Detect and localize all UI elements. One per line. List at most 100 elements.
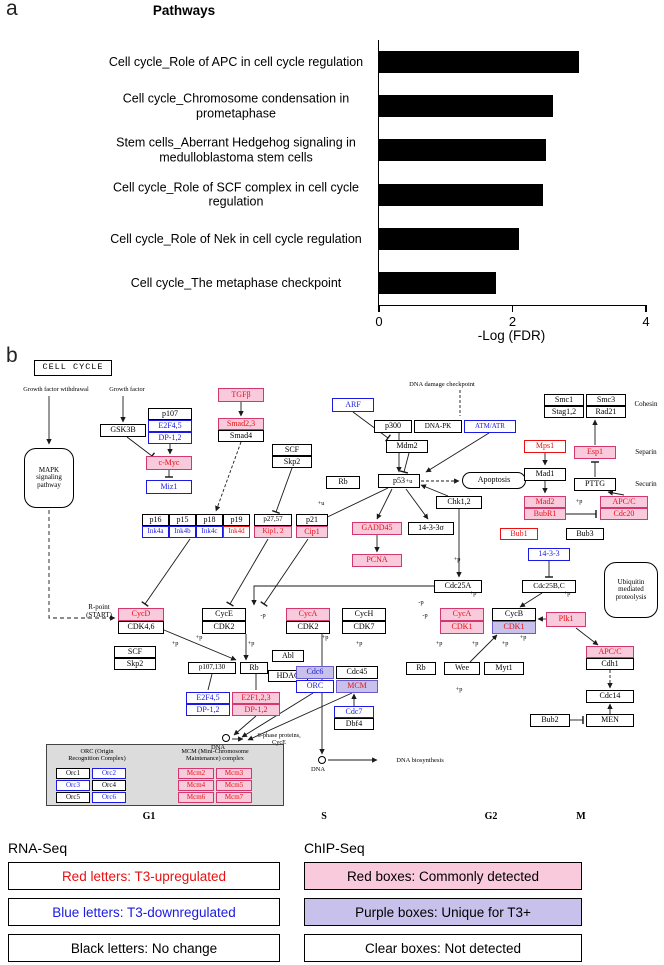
legend-item: Red boxes: Commonly detected	[304, 862, 582, 890]
legend-item: Red letters: T3-upregulated	[8, 862, 280, 890]
bar-category-labels: Cell cycle_Role of APC in cell cycle reg…	[100, 40, 372, 305]
node-cych: CycH	[342, 608, 386, 621]
node-mps1: Mps1	[524, 440, 566, 453]
node-p107-130: p107,130	[188, 662, 236, 674]
node-mcm3: Mcm3	[216, 768, 252, 779]
node-esp1: Esp1	[574, 446, 616, 459]
modifier-label: +p	[519, 634, 527, 641]
node-mcm6: Mcm6	[178, 792, 214, 803]
separin-label: Separin	[635, 448, 657, 457]
node-stag1-2: Stag1,2	[544, 406, 584, 418]
node-cdc14: Cdc14	[586, 690, 634, 703]
node-p15: p15	[169, 514, 196, 526]
node-skp2: Skp2	[114, 658, 156, 670]
node-cdc6: Cdc6	[296, 666, 334, 679]
category-label: Cell cycle_Role of APC in cell cycle reg…	[108, 54, 364, 69]
node-dbf4: Dbf4	[334, 718, 374, 730]
node-pcna: PCNA	[352, 554, 402, 567]
node-mad1: Mad1	[524, 468, 566, 481]
node-smc3: Smc3	[586, 394, 626, 406]
bar	[379, 227, 520, 250]
node-p19: p19	[223, 514, 250, 526]
node-p16: p16	[142, 514, 169, 526]
bar	[379, 95, 553, 118]
node-bub2: Bub2	[530, 714, 570, 727]
node-e2f1-2-3: E2F1,2,3	[232, 692, 280, 704]
node-arf: ARF	[332, 398, 374, 412]
dna-circle-2	[318, 756, 326, 764]
node-orc4: Orc4	[92, 780, 126, 791]
category-label: Cell cycle_Role of Nek in cell cycle reg…	[110, 231, 362, 246]
node-plk1: Plk1	[546, 612, 586, 627]
node-apc-c: APC/C	[586, 646, 634, 658]
node-cdk4-6: CDK4,6	[118, 621, 164, 634]
pathway-edges	[46, 390, 625, 763]
node-ink4c: Ink4c	[196, 526, 223, 538]
phase-s: S	[321, 810, 327, 822]
node-cdh1: Cdh1	[586, 658, 634, 670]
growth-factor-label: Growth factor	[109, 385, 145, 393]
node-cyce: CycE	[202, 608, 246, 621]
node-kip1-2: Kip1, 2	[254, 526, 292, 538]
node-p18: p18	[196, 514, 223, 526]
node-p107: p107	[148, 408, 192, 420]
securin-label: Securin	[635, 480, 657, 489]
node-14-3-3-: 14-3-3σ	[408, 522, 454, 535]
node-pttg: PTTG	[574, 478, 616, 491]
node-chk1-2: Chk1,2	[436, 496, 482, 509]
cell-cycle-title: CELL CYCLE	[34, 360, 112, 376]
node-c-myc: c-Myc	[146, 456, 192, 470]
node-smad2-3: Smad2,3	[218, 418, 264, 430]
node-gadd45: GADD45	[352, 522, 402, 535]
node-skp2: Skp2	[272, 456, 312, 468]
node-ink4a: Ink4a	[142, 526, 169, 538]
node-orc: ORC	[296, 680, 334, 693]
node-tgf-: TGFβ	[218, 388, 264, 402]
legend-rna-seq-title: RNA-Seq	[8, 840, 68, 856]
node-mad2: Mad2	[524, 496, 566, 508]
modifier-label: +p	[453, 556, 461, 563]
node-dp-1-2: DP-1,2	[148, 432, 192, 444]
category-label: Cell cycle_Chromosome condensation in pr…	[122, 91, 350, 121]
node-cdk1: CDK1	[440, 621, 484, 634]
x-tick-label: 4	[642, 314, 650, 329]
phase-g2: G2	[484, 810, 498, 822]
category-label: Cell cycle_Role of SCF complex in cell c…	[113, 180, 359, 209]
node-smc1: Smc1	[544, 394, 584, 406]
legend-chip-seq-title: ChIP-Seq	[304, 840, 365, 856]
node-orc3: Orc3	[56, 780, 90, 791]
modifier-label: +p	[435, 640, 443, 647]
panel-b-label: b	[6, 344, 18, 367]
node-bub3: Bub3	[566, 528, 604, 540]
node-dna-pk: DNA-PK	[414, 420, 462, 433]
node-rb: Rb	[406, 662, 436, 675]
node-orc5: Orc5	[56, 792, 90, 803]
node-cdc20: Cdc20	[600, 508, 648, 520]
dna-damage-checkpoint-label: DNA damage checkpoint	[409, 381, 475, 389]
node-orc2: Orc2	[92, 768, 126, 779]
node-dp-1-2: DP-1,2	[186, 704, 230, 716]
node-cdk2: CDK2	[202, 621, 246, 634]
node-cdk1: CDK1	[492, 621, 536, 634]
bar	[379, 271, 496, 294]
x-tick	[645, 305, 647, 312]
modifier-label: +p	[469, 590, 477, 597]
node-cyca: CycA	[286, 608, 330, 621]
node-14-3-3: 14-3-3	[528, 548, 570, 561]
dna-label-1: DNA	[210, 743, 226, 751]
node-mcm4: Mcm4	[178, 780, 214, 791]
dna-biosynthesis-label: DNA biosynthesis	[396, 756, 444, 764]
category-label: Cell cycle_The metaphase checkpoint	[130, 275, 342, 290]
bar	[379, 51, 580, 74]
node-cip1: Cip1	[296, 526, 328, 538]
chart-title: Pathways	[152, 3, 216, 18]
node-mcm: MCM	[336, 680, 378, 693]
node-cdc25b-c: Cdc25B,C	[522, 580, 576, 593]
node-scf: SCF	[114, 646, 156, 658]
node-apoptosis: Apoptosis	[462, 472, 526, 489]
node-bub1: Bub1	[500, 528, 538, 540]
